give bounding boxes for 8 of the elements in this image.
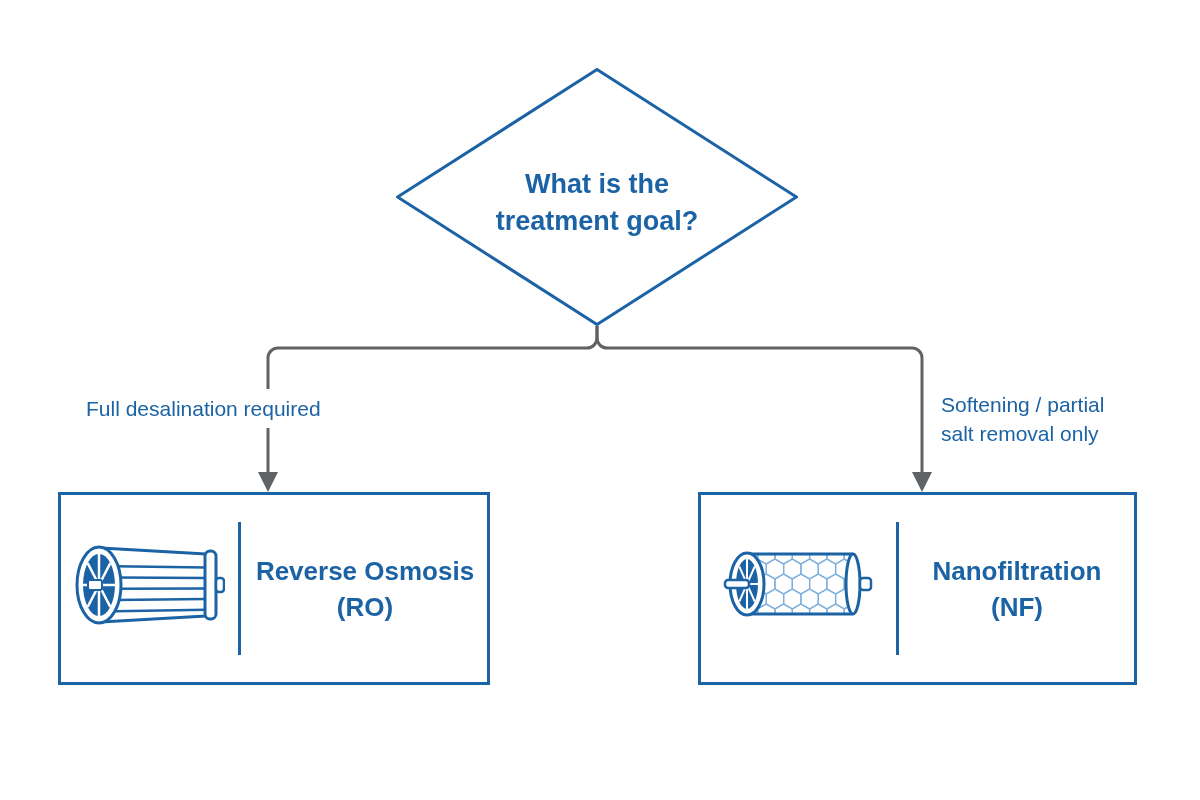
decision-diamond bbox=[396, 68, 798, 326]
arrow bbox=[595, 326, 932, 492]
process-label: Nanofiltration (NF) bbox=[931, 554, 1103, 624]
process-label: Reverse Osmosis (RO) bbox=[254, 554, 476, 624]
edge-label: Softening / partial salt removal only bbox=[941, 392, 1106, 447]
decision-question: What is the treatment goal? bbox=[494, 168, 700, 238]
process-box bbox=[58, 492, 490, 685]
process-box bbox=[698, 492, 1137, 685]
